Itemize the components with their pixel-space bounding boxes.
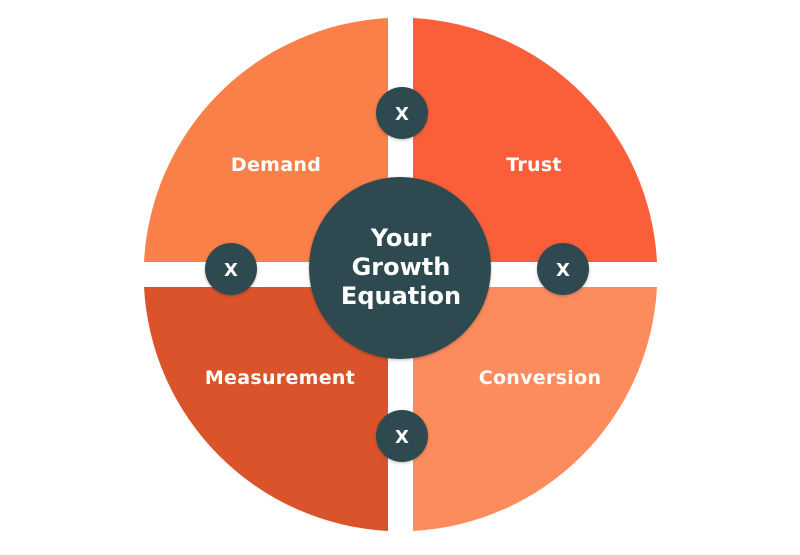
operator-top-label: X <box>395 104 409 125</box>
operator-left: X <box>205 243 257 295</box>
label-measurement: Measurement <box>205 367 355 389</box>
label-demand: Demand <box>231 154 321 176</box>
operator-top: X <box>376 87 428 139</box>
operator-bottom: X <box>376 410 428 462</box>
quadrant-measurement <box>144 287 388 531</box>
operator-bottom-label: X <box>395 427 409 448</box>
center-line-3: Equation <box>341 282 461 310</box>
operator-left-label: X <box>224 260 238 281</box>
label-trust: Trust <box>506 154 562 176</box>
center-line-2: Growth <box>352 253 451 281</box>
operator-right: X <box>537 243 589 295</box>
quadrant-trust <box>413 18 657 262</box>
center-line-1: Your <box>370 224 432 252</box>
label-conversion: Conversion <box>479 367 602 389</box>
quadrant-conversion <box>413 287 657 531</box>
center-circle <box>309 177 491 359</box>
quadrant-demand <box>144 18 388 262</box>
operator-right-label: X <box>556 260 570 281</box>
